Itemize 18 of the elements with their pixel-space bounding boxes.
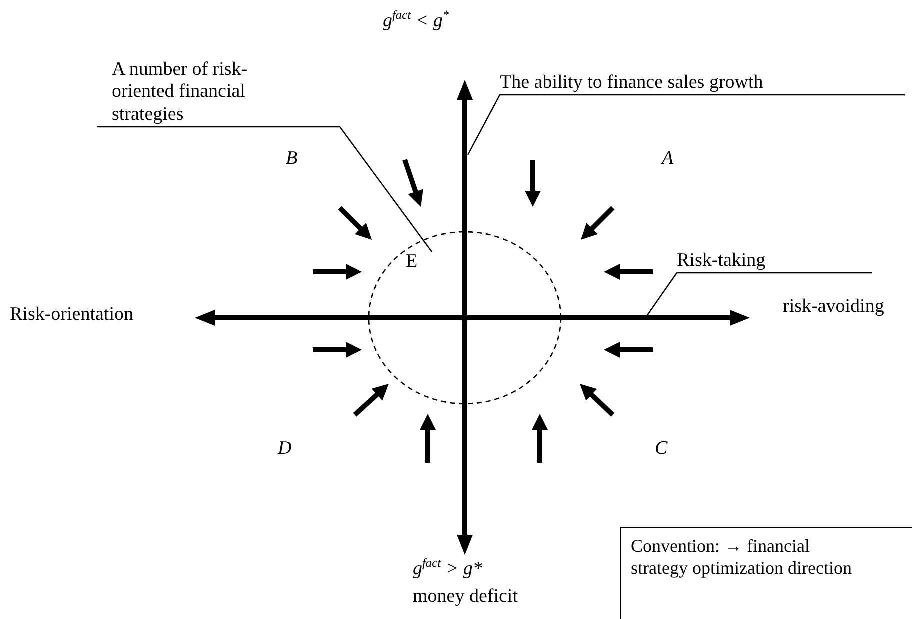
- quadrant-letter: A: [662, 148, 674, 171]
- axis-label: Risk-orientation: [10, 304, 134, 327]
- leader-line: [97, 126, 433, 252]
- axis-label: g$^{fact}$ < g$^{*}$: [383, 8, 450, 34]
- leader-line: [467, 94, 905, 156]
- callout-text: The ability to finance sales growth: [500, 72, 764, 95]
- legend-box: [620, 527, 912, 619]
- axis-label: money deficit: [413, 586, 518, 609]
- callout-text: Risk-taking: [677, 250, 766, 273]
- callout-text: A number of risk-oriented financial strategies: [112, 58, 249, 127]
- axis-label: g$^{fact}$ > g*: [413, 556, 482, 582]
- region-letter: E: [406, 251, 418, 274]
- legend-note: Convention: → financial strategy optimization direction: [631, 536, 853, 580]
- quadrant-letter: D: [278, 438, 292, 461]
- quadrant-letter: C: [655, 438, 668, 461]
- quadrant-letter: B: [286, 148, 298, 171]
- axis-label: risk-avoiding: [783, 296, 884, 319]
- leader-line: [646, 272, 872, 316]
